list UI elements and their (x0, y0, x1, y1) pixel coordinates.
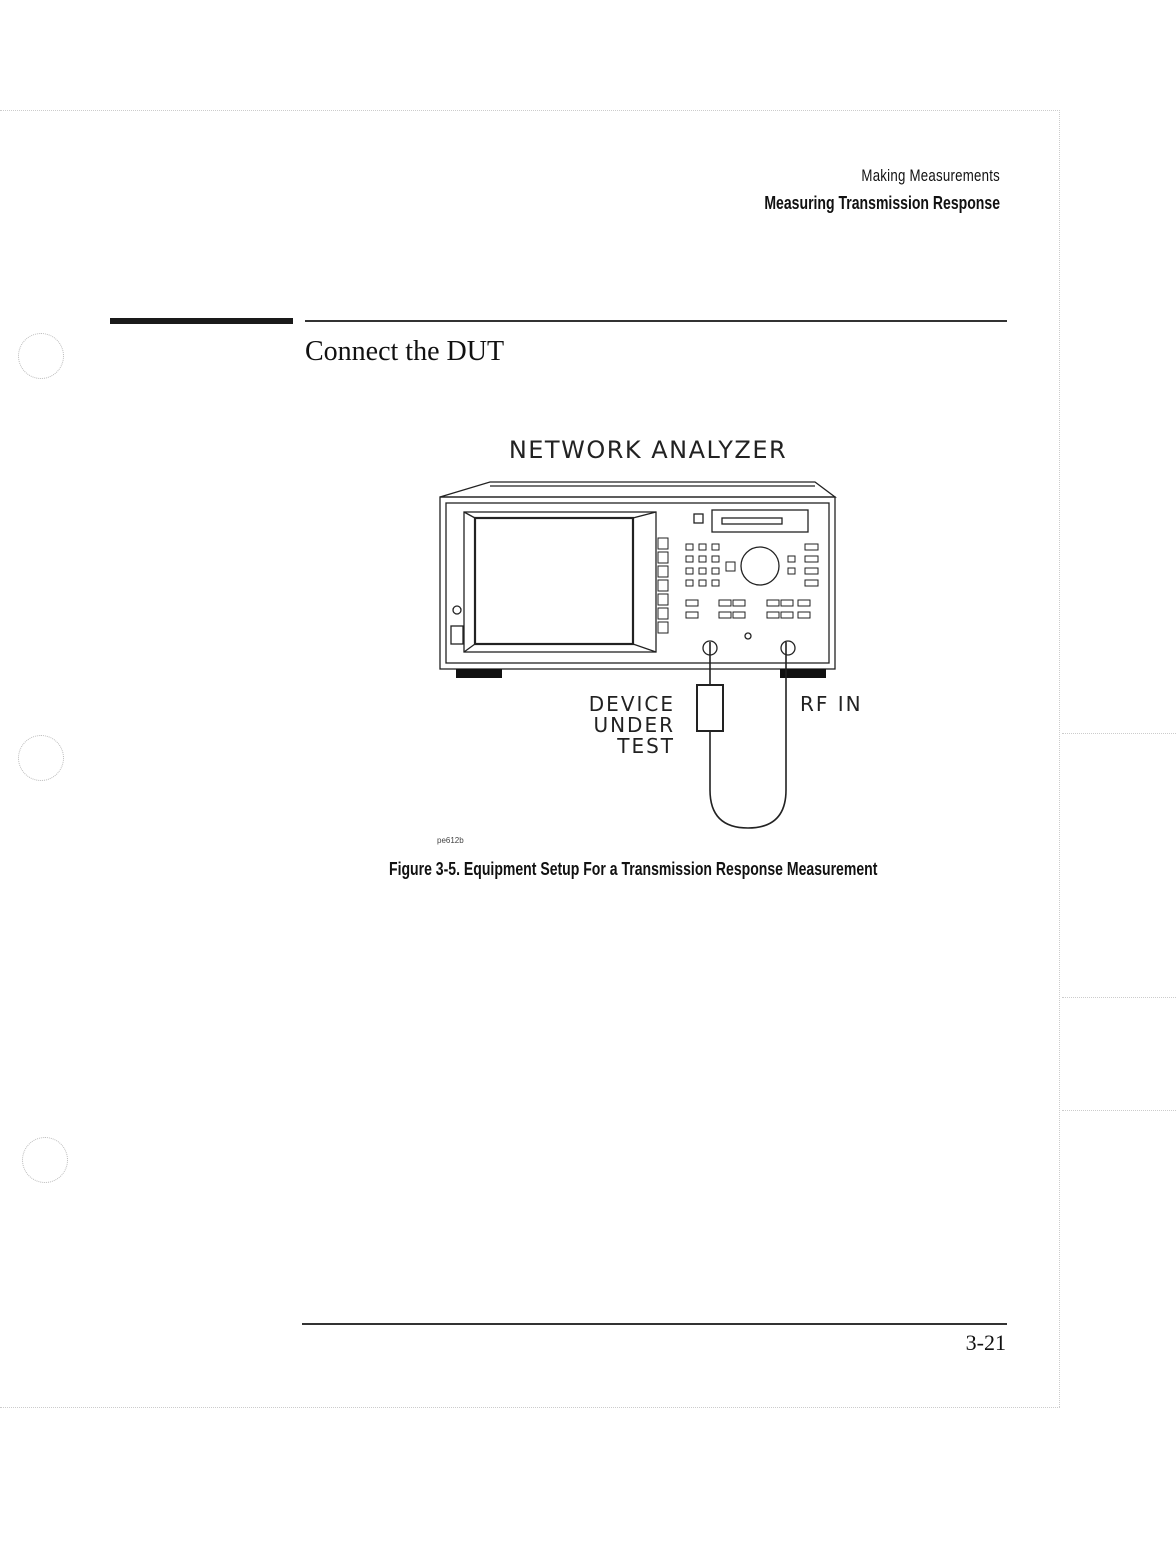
analyzer-foot-right (780, 669, 826, 678)
section-rule-thin (305, 320, 1007, 322)
analyzer-power-switch (451, 626, 463, 644)
scan-edge-bottom (0, 1407, 1060, 1408)
analyzer-foot-left (456, 669, 502, 678)
running-header-section: Making Measurements (688, 166, 1000, 186)
page-number: 3-21 (960, 1330, 1006, 1356)
footer-rule (302, 1323, 1007, 1325)
rf-in-label: RF IN (800, 692, 863, 716)
equipment-setup-figure: NETWORK ANALYZER (420, 430, 890, 840)
figure-id: pe612b (437, 836, 464, 845)
device-under-test-box (697, 685, 723, 731)
tab-edge-2 (1062, 997, 1176, 998)
analyzer-disk-drive (712, 510, 808, 532)
test-cable (697, 642, 786, 828)
binder-hole-bottom (22, 1137, 68, 1183)
tab-edge-3 (1062, 1110, 1176, 1111)
scan-edge-top (0, 110, 1060, 111)
analyzer-softkeys (658, 538, 668, 633)
scan-edge-right (1059, 110, 1060, 1407)
section-title: Connect the DUT (305, 336, 504, 368)
analyzer-top-panel (440, 482, 835, 497)
analyzer-indicator (745, 633, 751, 639)
analyzer-port-rf-in (781, 641, 795, 655)
tab-edge-1 (1062, 733, 1176, 734)
binder-hole-middle (18, 735, 64, 781)
figure-caption: Figure 3-5. Equipment Setup For a Transm… (389, 859, 877, 880)
analyzer-power-knob (453, 606, 461, 614)
binder-hole-top (18, 333, 64, 379)
running-header-subsection: Measuring Transmission Response (532, 193, 1000, 214)
section-rule-thick (110, 318, 293, 324)
dut-label-line-3: TEST (616, 734, 675, 758)
analyzer-keypad (686, 544, 818, 618)
network-analyzer-label: NETWORK ANALYZER (509, 436, 787, 464)
analyzer-screen (475, 518, 633, 644)
analyzer-rotary-knob (741, 547, 779, 585)
analyzer-screen-bezel (464, 512, 656, 652)
